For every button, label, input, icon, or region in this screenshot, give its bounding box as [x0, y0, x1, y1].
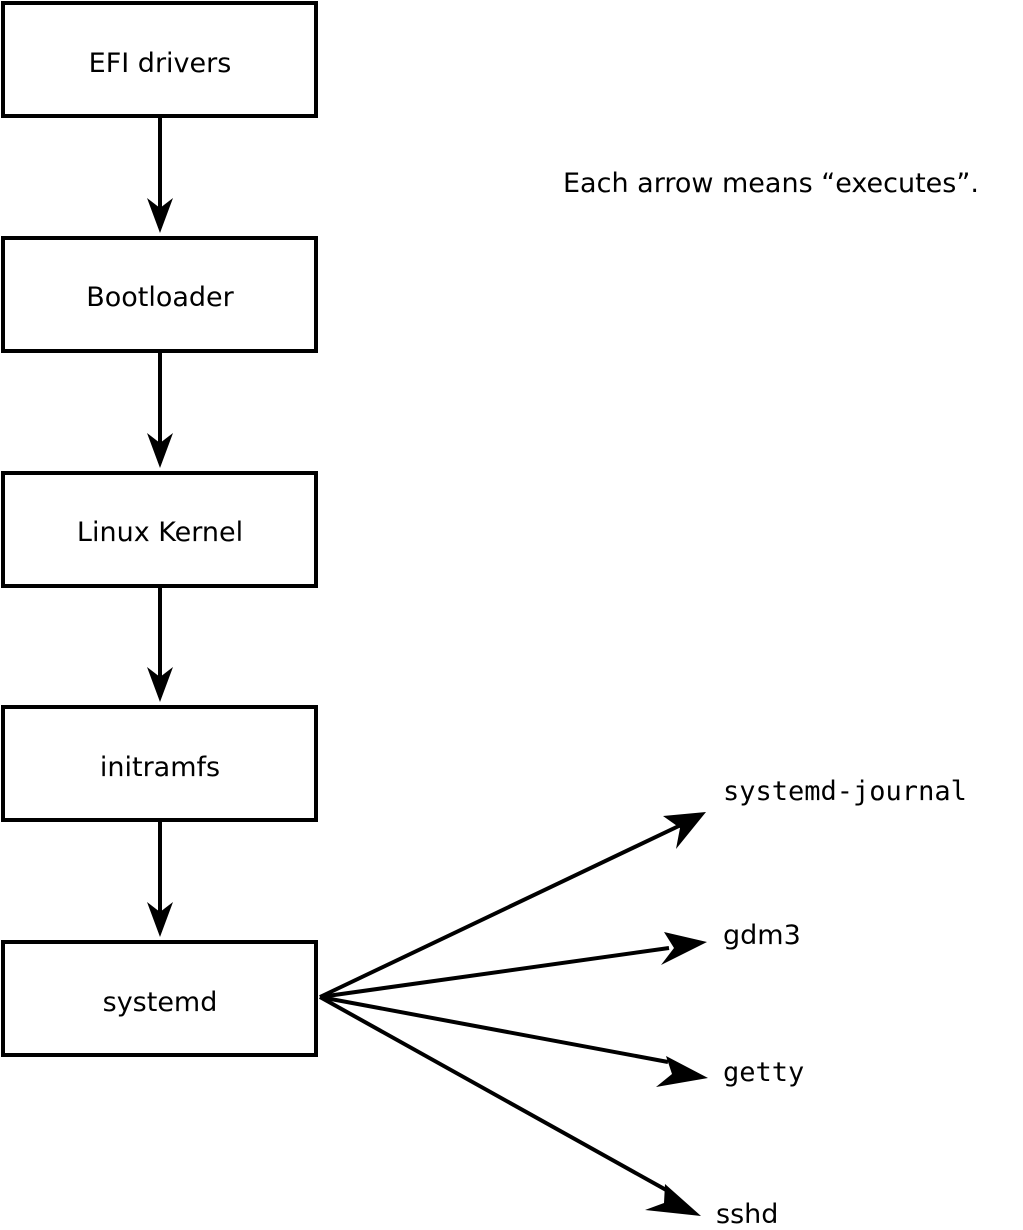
- edge-line: [319, 946, 670, 999]
- node-label: systemd: [103, 987, 218, 1018]
- service-edge-gdm3: [319, 932, 707, 999]
- node-systemd[interactable]: systemd: [1, 940, 318, 1057]
- node-box[interactable]: [1, 940, 318, 1057]
- chain-edge-kernel-to-initramfs: [147, 588, 173, 702]
- edge-line: [319, 995, 669, 1064]
- service-label-sshd[interactable]: sshd: [716, 1199, 778, 1230]
- node-label: initramfs: [100, 752, 220, 783]
- edge-line: [319, 822, 684, 999]
- node-bootloader[interactable]: Bootloader: [1, 236, 318, 353]
- node-initramfs[interactable]: initramfs: [1, 705, 318, 822]
- edge-line: [319, 995, 669, 1193]
- arrowhead-icon: [663, 812, 706, 849]
- arrowhead-down-icon: [147, 198, 173, 233]
- chain-edge-bootloader-to-kernel: [147, 353, 173, 468]
- service-label-getty[interactable]: getty: [723, 1057, 804, 1088]
- arrowhead-icon: [661, 932, 707, 965]
- arrowhead-down-icon: [147, 433, 173, 468]
- node-label: Bootloader: [86, 282, 234, 313]
- node-box[interactable]: [1, 705, 318, 822]
- diagram-caption: Each arrow means “executes”.: [563, 168, 979, 199]
- node-linux-kernel[interactable]: Linux Kernel: [1, 471, 318, 588]
- service-label-systemd-journal[interactable]: systemd-journal: [723, 776, 967, 807]
- service-edge-systemd-journal: [319, 812, 706, 999]
- service-label-gdm3[interactable]: gdm3: [723, 920, 801, 951]
- arrowhead-icon: [656, 1056, 708, 1087]
- node-efi-drivers[interactable]: EFI drivers: [1, 1, 318, 118]
- arrowhead-down-icon: [147, 902, 173, 937]
- node-box[interactable]: [1, 1, 318, 118]
- chain-edge-initramfs-to-systemd: [147, 822, 173, 937]
- arrowhead-icon: [645, 1184, 701, 1216]
- chain-edge-efi-to-bootloader: [147, 118, 173, 233]
- node-label: Linux Kernel: [77, 517, 243, 548]
- node-box[interactable]: [1, 236, 318, 353]
- service-edge-getty: [319, 995, 708, 1087]
- service-edge-sshd: [319, 995, 701, 1216]
- node-box[interactable]: [1, 471, 318, 588]
- node-label: EFI drivers: [89, 48, 232, 79]
- arrowhead-down-icon: [147, 667, 173, 702]
